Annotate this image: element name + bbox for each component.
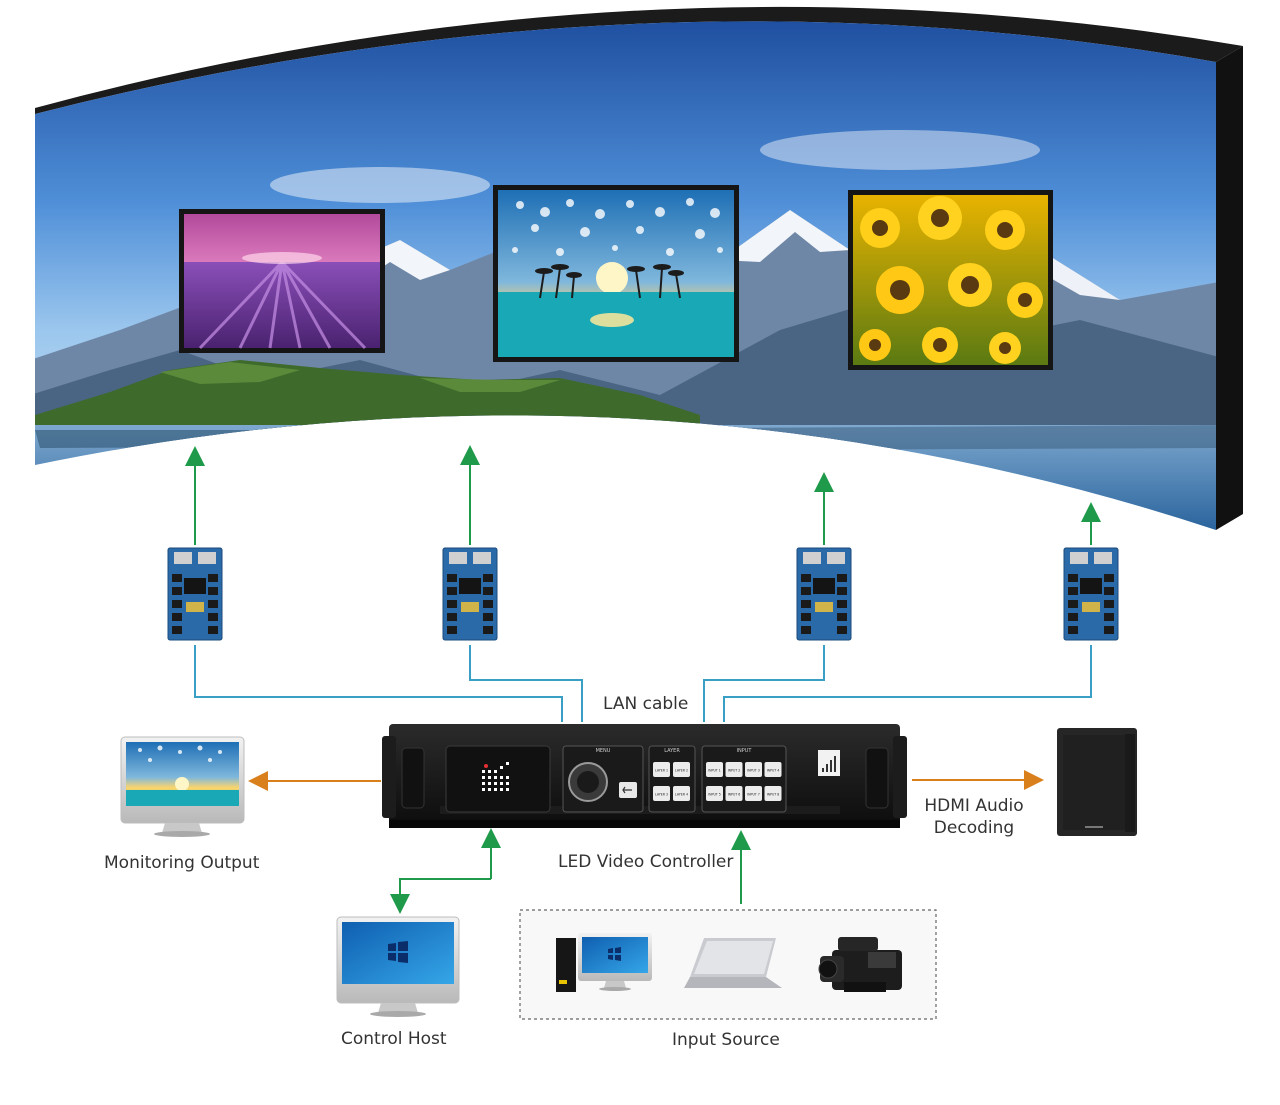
- input-button-8[interactable]: [764, 786, 782, 801]
- input-button-5[interactable]: [706, 786, 723, 801]
- input-button-6[interactable]: [725, 786, 743, 801]
- input-button-label: INPUT 3: [747, 769, 760, 773]
- hdmi-audio-line1: HDMI Audio: [924, 796, 1024, 816]
- input-button-label: INPUT 4: [767, 769, 780, 773]
- screen-sunset-palms: [493, 185, 739, 362]
- screen-lavender-field: [179, 209, 385, 353]
- control-host-monitor: [336, 916, 460, 1017]
- input-panel-label: INPUT: [737, 748, 753, 754]
- speaker: [1057, 728, 1137, 836]
- control-host-label: Control Host: [341, 1029, 447, 1049]
- layer-button-label: LAYER 2: [675, 769, 688, 773]
- input-button-label: INPUT 8: [767, 793, 780, 797]
- monitoring-output-monitor: [120, 736, 245, 837]
- hdmi-audio-line2: Decoding: [933, 818, 1015, 838]
- brand-logo-icon: [818, 750, 840, 776]
- screen-sunflowers: [848, 190, 1053, 370]
- audio-monitor-arrows: [248, 770, 1044, 791]
- layer-button-4[interactable]: [673, 786, 690, 801]
- layer-buttons: LAYER 1 LAYER 2 LAYER 3 LAYER 4: [653, 762, 690, 801]
- input-button-1[interactable]: [706, 762, 723, 777]
- control-host-arrows: [390, 828, 751, 914]
- input-button-label: INPUT 6: [728, 793, 741, 797]
- lan-cable-lines: [194, 645, 1092, 722]
- back-arrow-icon: [622, 786, 632, 794]
- input-button-3[interactable]: [745, 762, 762, 777]
- led-video-controller-label: LED Video Controller: [558, 852, 734, 872]
- desktop-pc-icon: [556, 933, 652, 992]
- receiver-cards: [167, 547, 1119, 641]
- layer-button-2[interactable]: [673, 762, 690, 777]
- windows-logo-icon: [388, 941, 408, 963]
- hdmi-audio-decoding-label: HDMI Audio Decoding: [914, 795, 1034, 839]
- layer-button-1[interactable]: [653, 762, 670, 777]
- input-source-box: [519, 909, 937, 1020]
- input-buttons: INPUT 1 INPUT 2 INPUT 3 INPUT 4 INPUT 5 INPUT…: [706, 762, 782, 801]
- input-button-label: INPUT 7: [747, 793, 760, 797]
- layer-button-label: LAYER 3: [655, 793, 668, 797]
- input-button-label: INPUT 2: [728, 769, 741, 773]
- receiver-card-4: [1063, 547, 1119, 641]
- input-button-label: INPUT 5: [708, 793, 721, 797]
- controller-logo-icon: [482, 762, 509, 791]
- layer-button-label: LAYER 4: [675, 793, 688, 797]
- input-button-label: INPUT 1: [708, 769, 721, 773]
- layer-button-3[interactable]: [653, 786, 670, 801]
- layer-panel-label: LAYER: [664, 748, 680, 754]
- input-source-label: Input Source: [672, 1030, 780, 1050]
- camcorder-icon: [818, 937, 902, 992]
- laptop-icon: [684, 938, 782, 988]
- curved-led-wall: [35, 6, 1243, 530]
- input-button-7[interactable]: [745, 786, 762, 801]
- menu-panel-label: MENU: [596, 748, 611, 754]
- input-button-2[interactable]: [725, 762, 743, 777]
- lan-cable-label: LAN cable: [603, 694, 689, 714]
- layer-button-label: LAYER 1: [655, 769, 668, 773]
- input-button-4[interactable]: [764, 762, 782, 777]
- sunflower-heads: [859, 196, 1043, 364]
- receiver-card-1: [167, 547, 223, 641]
- receiver-to-wall-arrows: [185, 445, 1101, 545]
- receiver-card-2: [442, 547, 498, 641]
- receiver-card-3: [796, 547, 852, 641]
- monitoring-output-label: Monitoring Output: [104, 853, 260, 873]
